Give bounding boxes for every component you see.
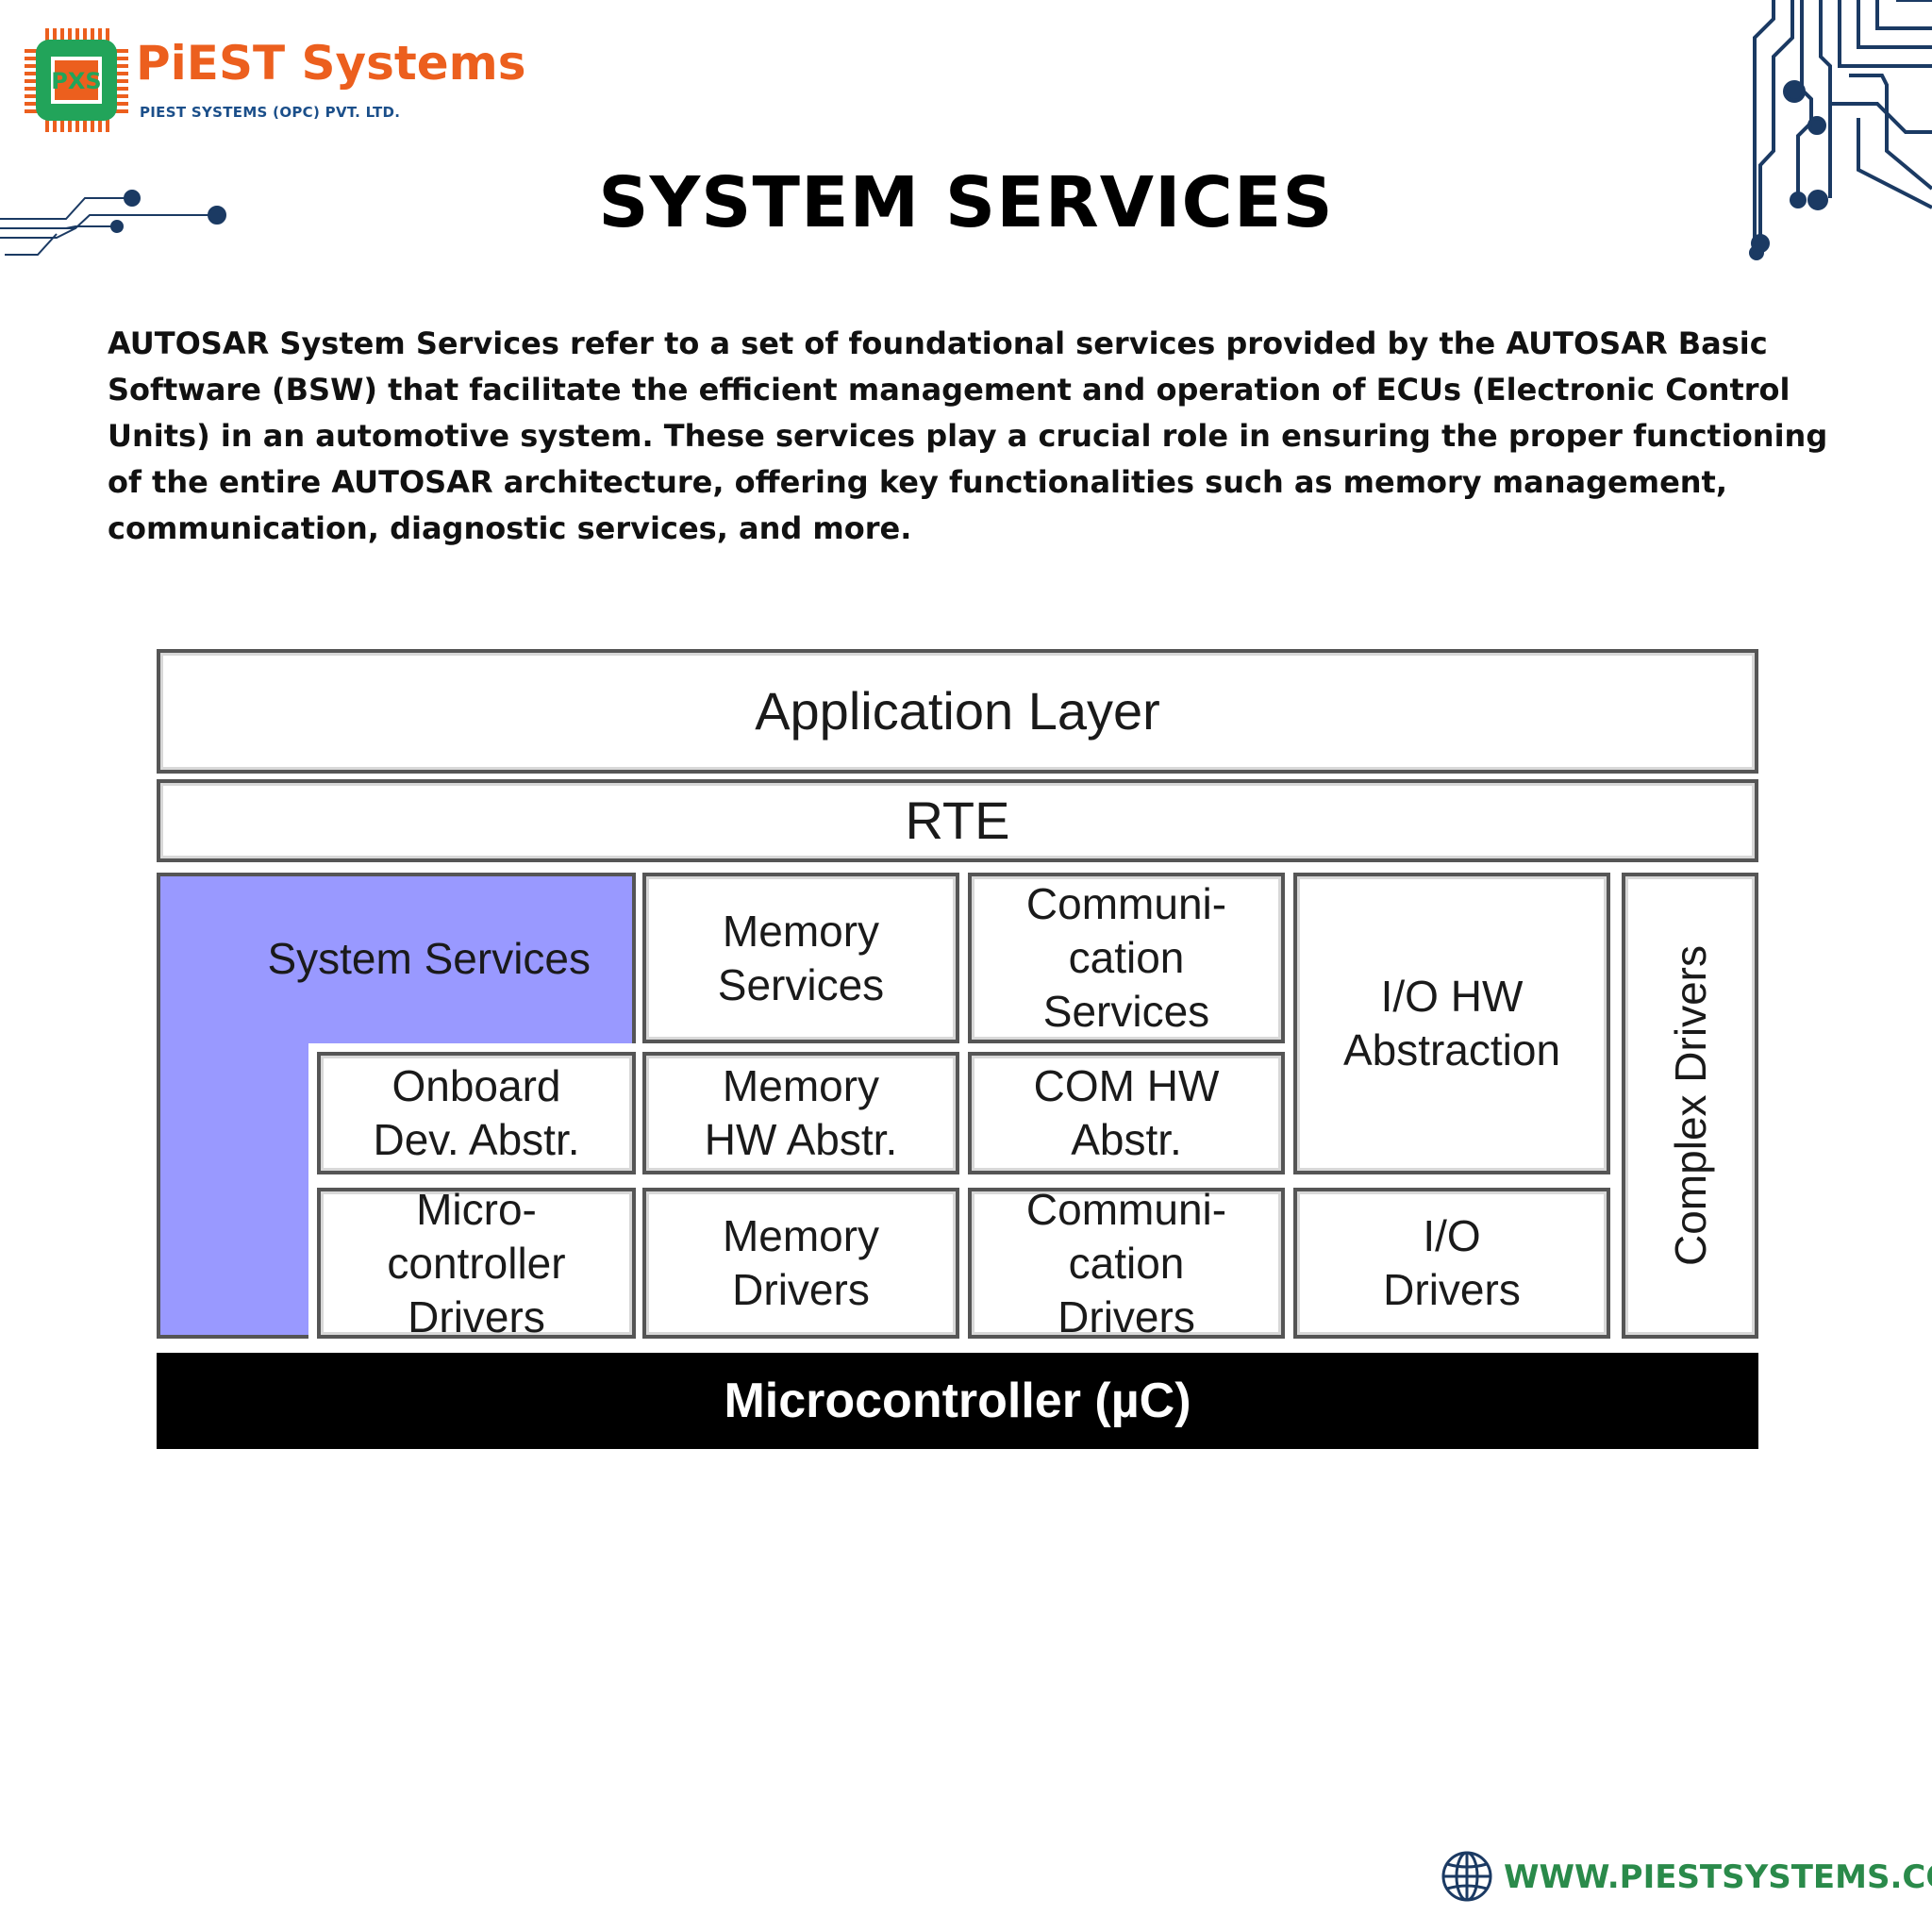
footer-website[interactable]: WWW.PIESTSYSTEMS.COM <box>1440 1849 1932 1906</box>
communication-drivers-box: Communi- cation Drivers <box>968 1185 1285 1341</box>
circuit-decoration-right-icon <box>1749 0 1932 260</box>
brand-logo: PXS PiEST Systems PIEST SYSTEMS (OPC) PV… <box>25 28 526 142</box>
io-drivers-box: I/O Drivers <box>1293 1188 1610 1339</box>
chip-logo-icon: PXS <box>25 28 128 132</box>
page-title: SYSTEM SERVICES <box>598 162 1334 243</box>
brand-name: PiEST Systems <box>136 36 526 91</box>
memory-services-box: Memory Services <box>642 873 959 1043</box>
io-hw-abstraction-box: I/O HW Abstraction <box>1293 873 1610 1174</box>
memory-drivers-box: Memory Drivers <box>642 1188 959 1339</box>
microcontroller-drivers-box: Micro- controller Drivers <box>317 1185 636 1341</box>
globe-icon <box>1441 1851 1492 1902</box>
website-link[interactable]: WWW.PIESTSYSTEMS.COM <box>1504 1858 1932 1896</box>
circuit-decoration-left-icon <box>0 190 226 256</box>
complex-drivers-label: Complex Drivers <box>1665 945 1715 1266</box>
svg-text:PXS: PXS <box>51 68 101 94</box>
onboard-dev-abstr-box: Onboard Dev. Abstr. <box>317 1052 636 1174</box>
complex-drivers-box: Complex Drivers <box>1622 873 1758 1339</box>
rte-box: RTE <box>157 779 1758 862</box>
brand-subtitle: PIEST SYSTEMS (OPC) PVT. LTD. <box>140 104 401 121</box>
communication-services-box: Communi- cation Services <box>968 873 1285 1043</box>
memory-hw-abstr-box: Memory HW Abstr. <box>642 1052 959 1174</box>
microcontroller-bar: Microcontroller (µC) <box>157 1353 1758 1449</box>
autosar-architecture-diagram: Application Layer RTE System Services Me… <box>157 649 1758 1449</box>
system-services-label: System Services <box>267 933 591 983</box>
intro-paragraph: AUTOSAR System Services refer to a set o… <box>108 325 1828 546</box>
application-layer-box: Application Layer <box>157 649 1758 774</box>
com-hw-abstr-box: COM HW Abstr. <box>968 1052 1285 1174</box>
